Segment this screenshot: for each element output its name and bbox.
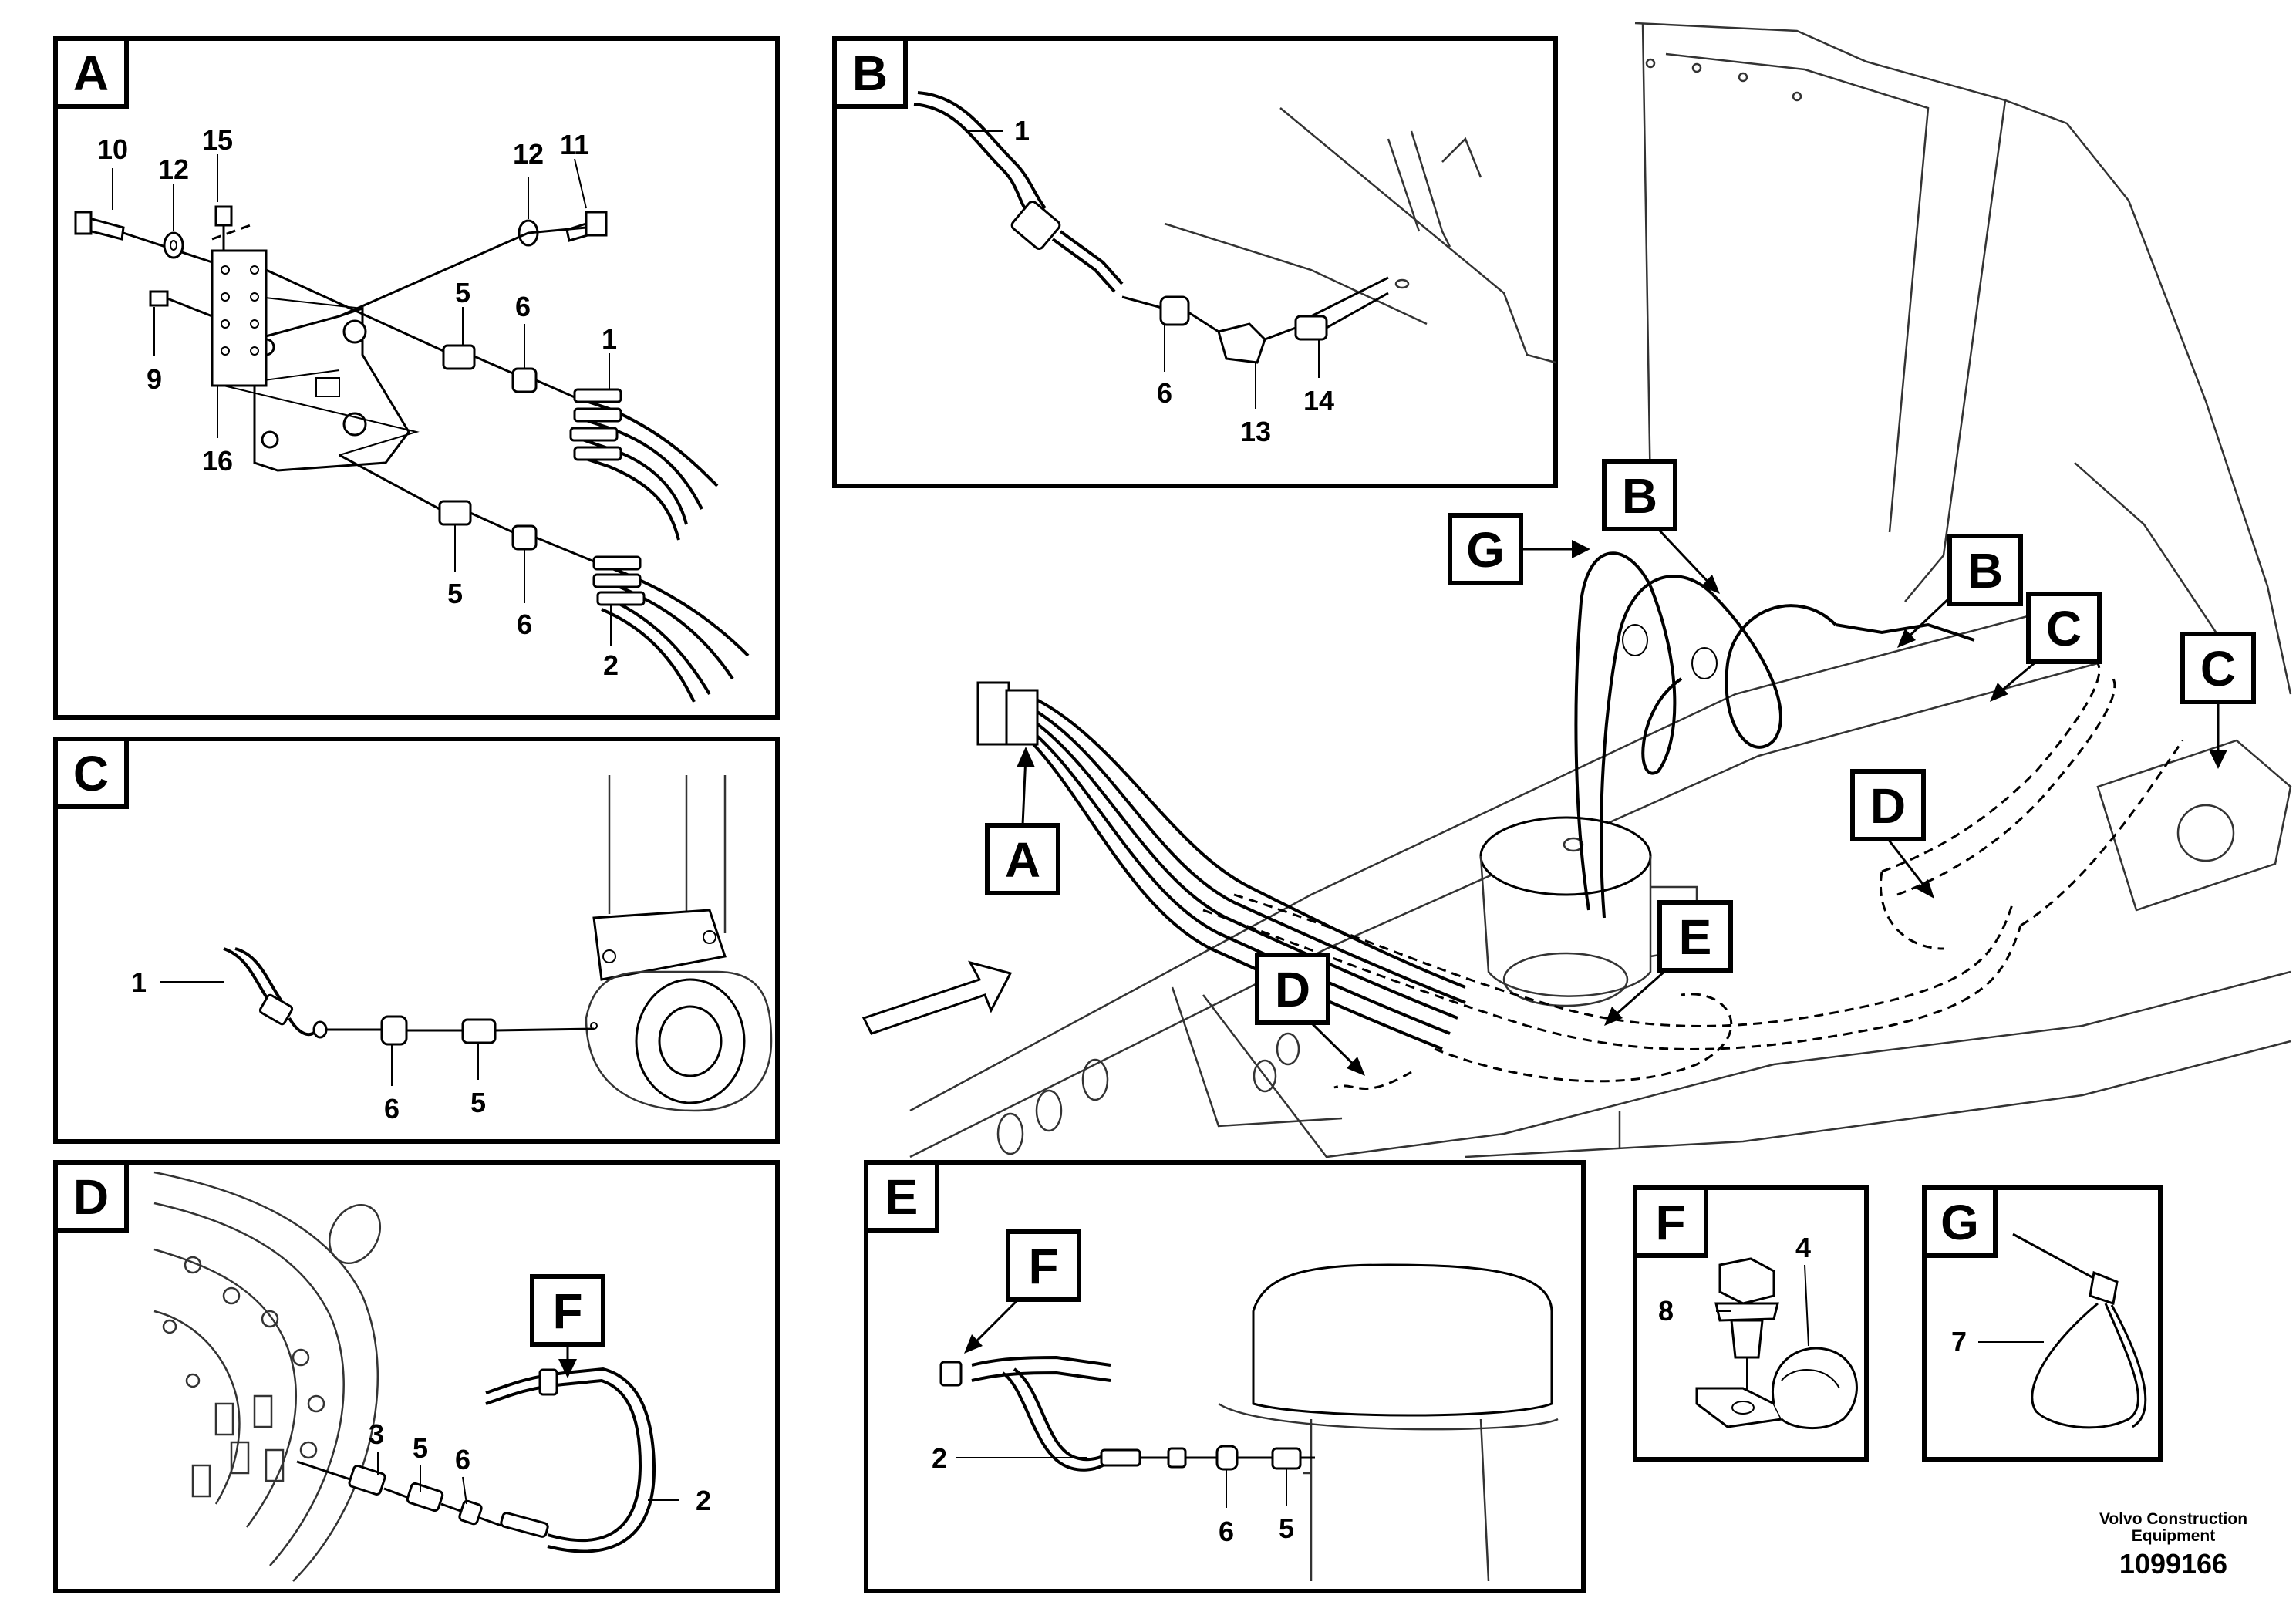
svg-text:6: 6 [517, 609, 532, 640]
svg-text:5: 5 [470, 1087, 486, 1118]
svg-text:E: E [1679, 909, 1712, 965]
callout-B-overview-2: B [1897, 534, 2023, 648]
svg-text:15: 15 [202, 124, 233, 156]
svg-text:5: 5 [447, 578, 463, 609]
svg-text:7: 7 [1951, 1326, 1967, 1357]
svg-text:F: F [1655, 1195, 1685, 1250]
panel-B: B 1 6 13 14 [832, 36, 1558, 488]
panel-D: D F 3 5 6 [53, 1160, 780, 1593]
svg-text:B: B [1967, 543, 2003, 599]
svg-text:8: 8 [1658, 1295, 1674, 1327]
svg-text:C: C [2200, 641, 2236, 696]
svg-text:G: G [1466, 522, 1505, 578]
svg-text:11: 11 [560, 129, 589, 160]
svg-text:3: 3 [369, 1418, 384, 1450]
svg-text:6: 6 [515, 291, 531, 322]
svg-text:B: B [852, 46, 888, 101]
panel-F: F 8 4 [1633, 1185, 1869, 1462]
svg-text:6: 6 [1219, 1516, 1234, 1547]
callout-A-overview: A [985, 747, 1060, 895]
svg-text:D: D [73, 1169, 109, 1225]
svg-text:2: 2 [932, 1442, 947, 1474]
svg-text:B: B [1622, 468, 1657, 524]
svg-text:F: F [552, 1283, 582, 1339]
drawing-number: 1099166 [2119, 1548, 2227, 1580]
svg-text:12: 12 [158, 153, 189, 185]
company-name: Volvo Construction [2099, 1510, 2247, 1528]
svg-text:D: D [1870, 778, 1906, 834]
callout-G-overview: G [1448, 513, 1590, 585]
svg-text:2: 2 [696, 1485, 711, 1516]
panel-letter: A [73, 46, 109, 101]
svg-text:1: 1 [602, 323, 617, 355]
svg-text:C: C [2046, 601, 2082, 656]
svg-text:D: D [1275, 962, 1310, 1017]
svg-text:6: 6 [455, 1444, 470, 1475]
svg-text:5: 5 [455, 277, 470, 309]
svg-text:1: 1 [131, 966, 147, 998]
svg-text:C: C [73, 746, 109, 801]
svg-text:E: E [885, 1169, 919, 1225]
svg-text:4: 4 [1795, 1232, 1811, 1263]
company-name-2: Equipment [2132, 1527, 2216, 1545]
svg-text:13: 13 [1240, 416, 1271, 447]
panel-G: G 7 [1922, 1185, 2163, 1462]
footer: Volvo Construction Equipment 1099166 [2099, 1510, 2247, 1580]
callout-C-overview-1: C [1990, 592, 2102, 702]
svg-text:9: 9 [147, 363, 162, 395]
callout-letter: A [1005, 832, 1040, 888]
svg-text:1: 1 [1014, 115, 1030, 147]
callout-B-overview-1: B [1602, 459, 1720, 594]
svg-text:14: 14 [1303, 385, 1334, 416]
overview-drawing [861, 22, 2292, 1158]
svg-text:10: 10 [97, 133, 128, 165]
panel-E: E F 2 6 5 [864, 1160, 1586, 1593]
svg-text:F: F [1028, 1239, 1058, 1294]
svg-text:G: G [1940, 1195, 1979, 1250]
callout-D-overview-2: D [1255, 953, 1365, 1076]
svg-text:16: 16 [202, 445, 233, 477]
svg-text:6: 6 [1157, 377, 1172, 409]
svg-text:6: 6 [384, 1093, 400, 1125]
svg-text:5: 5 [1279, 1512, 1294, 1544]
svg-text:2: 2 [603, 649, 619, 681]
panel-A: A [53, 36, 780, 720]
callout-D-overview-1: D [1850, 769, 1934, 899]
callout-C-overview-2: C [2180, 632, 2256, 769]
callout-E-overview: E [1604, 900, 1733, 1026]
svg-text:12: 12 [513, 138, 544, 170]
svg-text:5: 5 [413, 1432, 428, 1464]
panel-C: C 1 6 5 [53, 737, 780, 1144]
